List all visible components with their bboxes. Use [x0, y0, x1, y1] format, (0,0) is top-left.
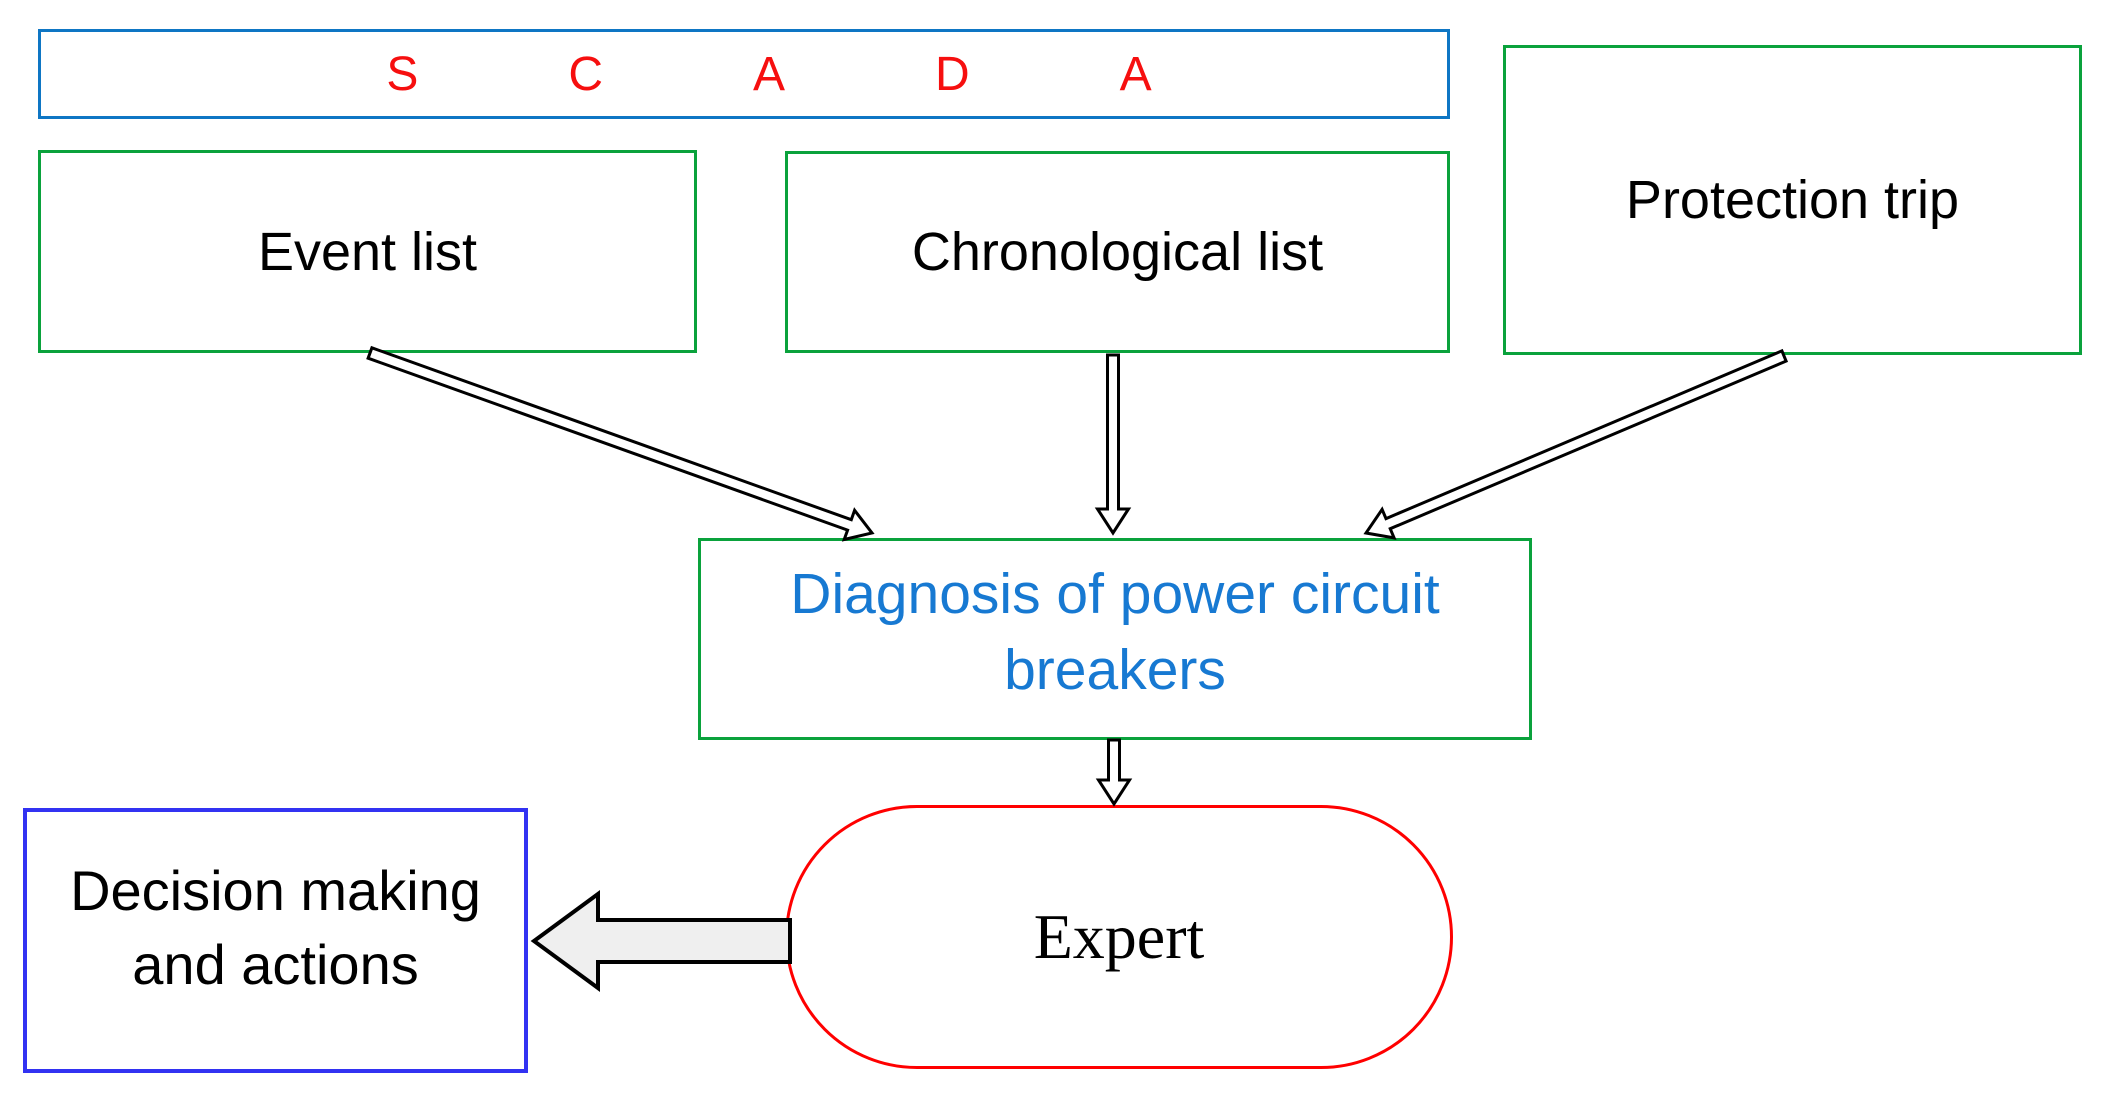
expert-stadium: Expert [785, 805, 1453, 1069]
scada-label: SCADA [386, 47, 1302, 101]
arrow-chronological-list-to-diagnosis [1094, 353, 1132, 536]
arrow-event-list-to-diagnosis [366, 345, 875, 542]
diagnosis-label: Diagnosis of power circuit breakers [790, 562, 1440, 702]
protection-trip-label: Protection trip [1625, 170, 1960, 230]
decision-making-box: Decision making and actions [23, 808, 528, 1073]
arrow-expert-to-decision [530, 890, 792, 992]
scada-box: SCADA [38, 29, 1450, 119]
diagnosis-box: Diagnosis of power circuit breakers [698, 538, 1532, 740]
event-list-label: Event list [257, 221, 478, 282]
expert-label: Expert [1033, 901, 1205, 972]
protection-trip-box: Protection trip [1503, 45, 2082, 355]
decision-making-label: Decision making and actions [70, 858, 481, 996]
arrow-protection-trip-to-diagnosis [1363, 348, 1789, 540]
chronological-list-box: Chronological list [785, 151, 1450, 353]
event-list-box: Event list [38, 150, 697, 353]
arrow-diagnosis-to-expert [1095, 738, 1133, 807]
chronological-list-label: Chronological list [911, 222, 1324, 282]
